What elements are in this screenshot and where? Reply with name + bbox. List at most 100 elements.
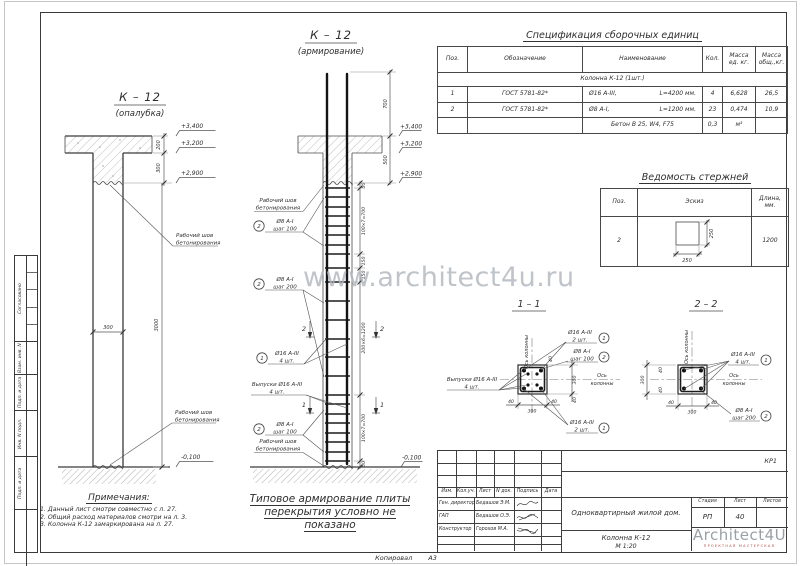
col-header: Поз. [600, 188, 638, 217]
svg-text:шаг 100: шаг 100 [273, 430, 297, 436]
svg-text:40: 40 [658, 367, 664, 373]
svg-text:2: 2 [380, 325, 384, 333]
svg-text:2: 2 [764, 414, 768, 420]
reinforcement-title: К – 12 [310, 28, 352, 42]
reinforced-column [250, 72, 420, 483]
svg-text:бетонирования: бетонирования [256, 206, 301, 212]
notes-block: Примечания: 1. Данный лист смотри совмес… [40, 493, 198, 529]
svg-text:бетонирования: бетонирования [256, 447, 301, 453]
spec-table-title: Спецификация сборочных единиц [437, 30, 788, 42]
svg-text:Ø16 А-III: Ø16 А-III [730, 351, 755, 358]
svg-text:50: 50 [361, 461, 367, 467]
svg-text:Ø8 А-I: Ø8 А-I [276, 218, 294, 225]
elev-base: -0,100 [181, 454, 201, 461]
stage-value: РП [702, 513, 713, 521]
side-stamp-box: Инв. N подл. [15, 410, 37, 456]
note-item: 2. Общий расход материалов смотри на л. … [40, 513, 188, 521]
dim-top-bars: 700 [383, 99, 389, 109]
col-header: Кол. [702, 46, 723, 73]
col-header: Обозначение [467, 46, 583, 73]
svg-text:150: 150 [361, 271, 367, 280]
section-2-2: 2 – 2 Ось колонны Ось колонны Ø16 А-III … [640, 299, 772, 422]
reinforcement-dimensions: 700 500 +3,400 +3,200 +2,900 -0,100 [350, 69, 423, 470]
section2-dimensions: 300 40 40 40 40 300 [640, 360, 719, 416]
svg-text:100×7=700: 100×7=700 [361, 207, 367, 235]
role-name: Бедашов Э.М. [476, 501, 511, 506]
svg-text:150: 150 [361, 257, 367, 266]
side-stamp-label: Инв. N подл. [18, 418, 23, 449]
svg-text:2 шт.: 2 шт. [574, 428, 589, 434]
elev-joint: +2,900 [181, 170, 203, 177]
formwork-subtitle: (опалубка) [116, 109, 165, 119]
formwork-title: К – 12 [119, 90, 161, 104]
svg-text:2: 2 [602, 355, 606, 361]
spec-table: Поз. Обозначение Наименование Кол. Масса… [437, 46, 788, 134]
section1-title: 1 – 1 [518, 299, 541, 310]
role: Ген. директор [439, 501, 475, 506]
svg-text:Выпуски Ø16 А-III: Выпуски Ø16 А-III [252, 381, 303, 388]
side-stamp-label: Инв. N подл. [15, 510, 26, 566]
role: ГАП [439, 514, 449, 519]
sign-header: Кол.уч. [456, 489, 476, 494]
section-1-1: 1 – 1 Ось колонны Ось колонны Ø16 А-III … [447, 299, 620, 434]
svg-text:40: 40 [548, 356, 554, 362]
col-header: Поз. [437, 46, 468, 73]
svg-text:Ø16 А-III: Ø16 А-III [274, 350, 299, 357]
svg-text:2: 2 [302, 325, 306, 333]
sign-header: Изм. [441, 489, 453, 494]
svg-text:шаг 100: шаг 100 [570, 357, 594, 363]
svg-text:колонны: колонны [591, 381, 614, 387]
formwork-column [58, 135, 170, 484]
table-row: 1 ГОСТ 5781-82* Ø16 А-III,L=4200 мм. 4 6… [437, 86, 788, 103]
spec-table-block: Спецификация сборочных единиц Поз. Обозн… [437, 30, 788, 134]
side-stamp-box: Согласовано [15, 256, 37, 341]
svg-text:Рабочий шов: Рабочий шов [259, 439, 296, 445]
svg-text:40: 40 [658, 387, 664, 393]
elev-base: -0,100 [402, 455, 422, 462]
rod-sketch: 250 250 [672, 219, 715, 264]
stage-header: Лист [733, 499, 747, 504]
stage-header: Листов [763, 499, 781, 504]
svg-text:4 шт.: 4 шт. [279, 359, 294, 365]
svg-text:Ось: Ось [597, 373, 607, 379]
svg-text:Ø8 А-I: Ø8 А-I [276, 421, 294, 428]
reinforcement-subtitle: (армирование) [298, 47, 364, 57]
formwork-joint-labels: Рабочий шов бетонирования Рабочий шов бе… [109, 184, 221, 466]
svg-text:2: 2 [257, 282, 261, 288]
group-row: Колонна К-12 (1шт.) [437, 72, 788, 87]
doc-code: КР1 [764, 457, 777, 465]
svg-text:Ø8 А-I: Ø8 А-I [573, 348, 591, 355]
sheet-footer: Копировал А3 [346, 554, 466, 562]
svg-text:200×6=1200: 200×6=1200 [361, 322, 367, 353]
drawing-scale: М 1:20 [615, 543, 637, 550]
svg-text:бетонирования: бетонирования [176, 241, 221, 247]
side-stamp-label: Согласовано [18, 283, 23, 314]
svg-text:шаг 200: шаг 200 [732, 416, 756, 422]
svg-text:Выпуски Ø16 А-III: Выпуски Ø16 А-III [447, 376, 498, 383]
elev-top: +3,400 [400, 124, 422, 131]
svg-text:1: 1 [380, 401, 384, 409]
svg-text:250: 250 [709, 229, 715, 239]
logo-subtitle: ПРОЕКТНАЯ МАСТЕРСКАЯ [703, 544, 776, 548]
svg-text:40: 40 [668, 400, 674, 406]
svg-text:Ø16 А-III: Ø16 А-III [569, 419, 594, 426]
dim-haunch: 300 [156, 163, 162, 173]
signature [516, 527, 539, 534]
svg-text:1: 1 [764, 358, 768, 364]
col-header: Наименование [582, 46, 703, 73]
col-header: Длина, мм. [751, 188, 789, 217]
svg-text:1: 1 [260, 356, 264, 362]
axis-label: Ось колонны [684, 330, 690, 364]
svg-text:300: 300 [640, 376, 646, 385]
svg-text:Ø8 А-I: Ø8 А-I [276, 276, 294, 283]
elev-joint: +2,900 [400, 171, 422, 178]
table-row: 2 250 250 [600, 216, 789, 267]
svg-text:40: 40 [711, 400, 717, 406]
role-name: Бедашов О.Э. [476, 514, 511, 519]
signature [516, 501, 539, 507]
side-stamp-box: Инв. N подл. [15, 509, 37, 566]
stage-header: Стадия [698, 499, 717, 504]
svg-text:40: 40 [572, 397, 578, 403]
drawing-name: Колонна К-12 [601, 534, 651, 542]
svg-text:1: 1 [302, 401, 306, 409]
